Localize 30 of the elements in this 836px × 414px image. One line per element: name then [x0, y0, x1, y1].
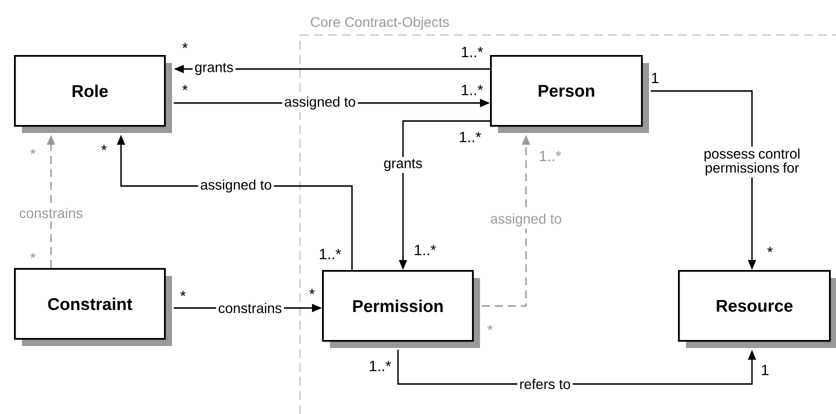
edge-label: refers to: [517, 376, 573, 392]
multiplicity: *: [182, 42, 188, 48]
class-box: Resource: [678, 270, 836, 348]
multiplicity: *: [30, 148, 36, 154]
multiplicity: 1..*: [414, 244, 436, 256]
class-box: Constraint: [14, 268, 172, 346]
multiplicity: *: [180, 290, 186, 296]
edge-label: grants: [192, 61, 236, 77]
edge-label: constrains: [216, 300, 284, 316]
multiplicity: 1..*: [320, 248, 342, 260]
edge-label: possess control permissions for: [694, 146, 810, 178]
multiplicity: 1: [652, 72, 658, 84]
edge-label: assigned to: [282, 94, 358, 112]
edge-label: assigned to: [488, 211, 564, 229]
multiplicity: *: [309, 288, 315, 294]
multiplicity: 1..*: [540, 150, 562, 162]
multiplicity: *: [101, 144, 107, 150]
multiplicity: 1..*: [460, 132, 482, 142]
multiplicity: *: [182, 84, 188, 90]
edge-label: assigned to: [198, 177, 274, 195]
multiplicity: 1: [762, 364, 768, 376]
edge-label: grants: [382, 157, 424, 173]
multiplicity: *: [767, 246, 773, 252]
class-box: Role: [14, 55, 172, 133]
class-box: Permission: [322, 270, 480, 348]
multiplicity: 1..*: [370, 360, 392, 372]
class-box: Person: [490, 55, 649, 133]
multiplicity: 1..*: [462, 46, 484, 58]
multiplicity: 1..*: [462, 84, 484, 96]
edge-label: constrains: [17, 206, 85, 220]
